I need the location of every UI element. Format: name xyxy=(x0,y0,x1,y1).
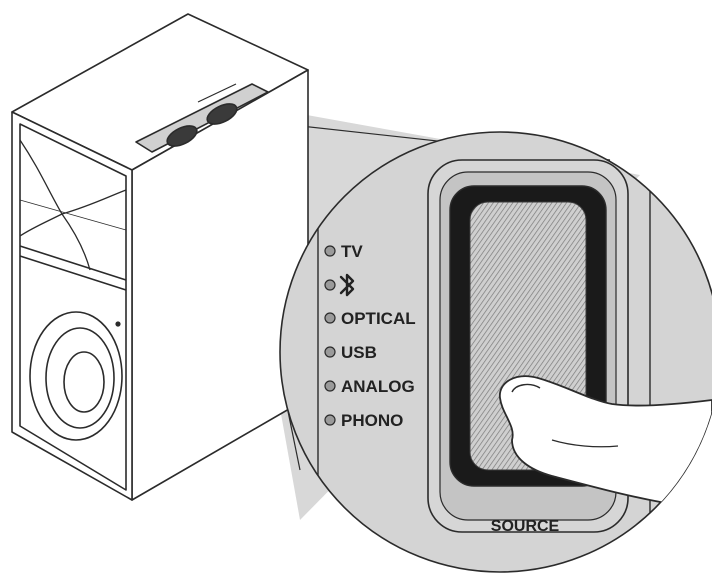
led-analog xyxy=(324,380,336,392)
cabinet-front-inner xyxy=(19,123,127,491)
input-label-optical: OPTICAL xyxy=(341,309,416,328)
horn-divider xyxy=(19,245,127,281)
led-phono xyxy=(324,414,336,426)
fingernail xyxy=(511,383,541,393)
indicator-bluetooth xyxy=(324,273,355,297)
source-label: SOURCE xyxy=(491,518,560,535)
indicator-tv: TV xyxy=(324,242,363,261)
woofer-dustcap xyxy=(63,351,105,413)
top-button-right xyxy=(206,103,238,125)
input-label-analog: ANALOG xyxy=(341,377,415,396)
finger xyxy=(499,375,712,513)
input-label-usb: USB xyxy=(341,343,377,362)
top-button-left xyxy=(166,125,198,147)
horn-flare xyxy=(19,139,127,271)
led-bluetooth xyxy=(324,279,336,291)
led-usb xyxy=(324,346,336,358)
input-label-phono: PHONO xyxy=(341,411,403,430)
bluetooth-icon xyxy=(339,273,355,297)
indicator-analog: ANALOG xyxy=(324,377,415,396)
led-optical xyxy=(324,312,336,324)
indicator-optical: OPTICAL xyxy=(324,309,416,328)
speaker-cabinet xyxy=(11,13,309,501)
input-indicator-list: TV OPTICAL USB ANALOG PHONO xyxy=(324,242,416,430)
led-tv xyxy=(324,245,336,257)
input-label-tv: TV xyxy=(341,242,363,261)
indicator-phono: PHONO xyxy=(324,411,403,430)
top-control-panel xyxy=(135,83,269,153)
indicator-usb: USB xyxy=(324,343,377,362)
